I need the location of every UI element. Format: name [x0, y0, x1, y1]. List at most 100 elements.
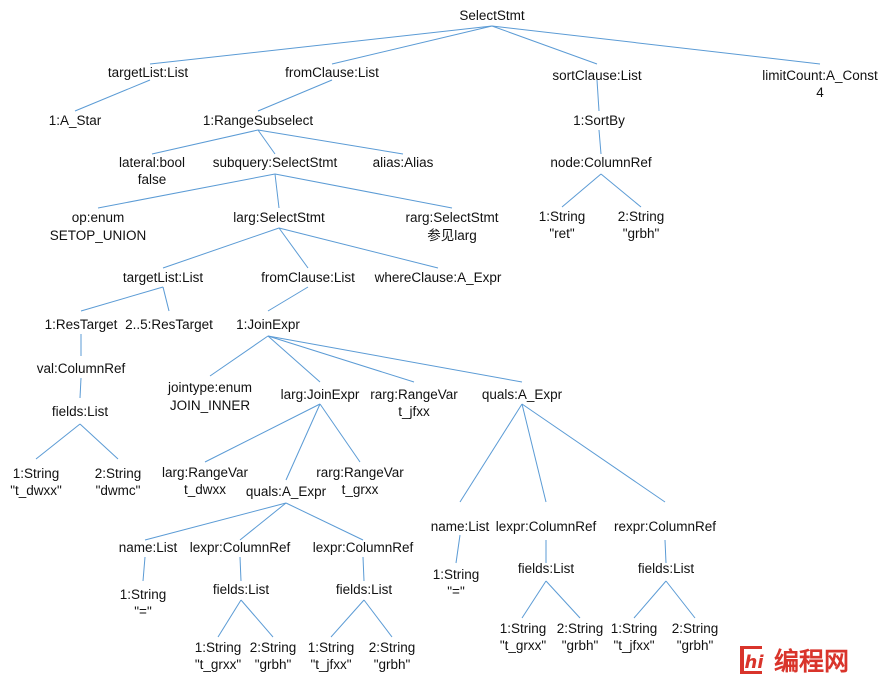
- node-label: 1:String: [539, 209, 586, 224]
- edge: [257, 129, 404, 155]
- edge: [204, 403, 321, 463]
- node-label: false: [138, 172, 167, 187]
- edge: [278, 227, 439, 269]
- edge: [162, 227, 280, 269]
- watermark-logo: hi 编程网: [740, 646, 849, 676]
- edge: [521, 403, 666, 503]
- node-label: fields:List: [336, 582, 393, 597]
- edge: [97, 173, 276, 209]
- node-label: 2:String: [557, 621, 604, 636]
- node-label: 2:String: [250, 640, 297, 655]
- node-label: "grbh": [677, 638, 714, 653]
- node-label: name:List: [119, 540, 178, 555]
- node-label: 1:RangeSubselect: [203, 113, 314, 128]
- edge: [274, 173, 453, 209]
- edge: [274, 173, 280, 209]
- edge: [665, 580, 696, 619]
- node-label: rarg:RangeVar: [316, 465, 404, 480]
- edge: [491, 25, 821, 65]
- edge: [35, 423, 81, 460]
- node-label: lateral:bool: [119, 155, 185, 170]
- watermark-logo-mark: hi: [745, 652, 765, 673]
- node-label: 2..5:ResTarget: [125, 317, 213, 332]
- node-label: op:enum: [72, 210, 125, 225]
- edge: [267, 335, 415, 383]
- edge: [80, 286, 164, 312]
- edge: [239, 502, 287, 541]
- node-label: larg:SelectStmt: [233, 210, 325, 225]
- edge: [521, 403, 547, 503]
- node-label: val:ColumnRef: [37, 361, 126, 376]
- edge: [144, 502, 287, 541]
- node-label: 2:String: [95, 466, 142, 481]
- edge: [596, 79, 600, 112]
- node-label: fromClause:List: [285, 65, 379, 80]
- node-label: subquery:SelectStmt: [213, 155, 338, 170]
- node-label: "t_jfxx": [310, 657, 351, 672]
- edge: [267, 286, 309, 312]
- edge: [209, 335, 269, 377]
- node-label: fields:List: [213, 582, 270, 597]
- node-label: 1:String: [433, 567, 480, 582]
- node-label: 1:String: [13, 466, 60, 481]
- node-label: 1:JoinExpr: [236, 317, 300, 332]
- node-label: "grbh": [255, 657, 292, 672]
- node-label: "t_dwxx": [10, 483, 62, 498]
- node-label: 1:SortBy: [573, 113, 625, 128]
- node-label: 2:String: [618, 209, 665, 224]
- node-label: rarg:RangeVar: [370, 387, 458, 402]
- node-label: fromClause:List: [261, 270, 355, 285]
- node-label: targetList:List: [123, 270, 204, 285]
- edge: [257, 79, 333, 112]
- node-label: larg:JoinExpr: [281, 387, 360, 402]
- node-label: fields:List: [638, 561, 695, 576]
- edge: [362, 556, 365, 582]
- edge: [162, 286, 170, 312]
- node-label: 4: [816, 85, 824, 100]
- node-label: limitCount:A_Const: [762, 68, 878, 83]
- edge: [561, 173, 602, 208]
- node-label: name:List: [431, 519, 490, 534]
- edge: [598, 129, 602, 155]
- node-label: whereClause:A_Expr: [374, 270, 502, 285]
- edge: [459, 403, 523, 503]
- node-label: 1:String: [120, 587, 167, 602]
- edge: [240, 599, 274, 638]
- node-label: "grbh": [562, 638, 599, 653]
- edge: [491, 25, 598, 65]
- node-label: SETOP_UNION: [50, 228, 147, 243]
- node-label: "ret": [549, 226, 575, 241]
- node-label: targetList:List: [108, 65, 189, 80]
- node-label: "dwmc": [96, 483, 141, 498]
- edge: [545, 580, 581, 619]
- node-label: lexpr:ColumnRef: [190, 540, 291, 555]
- edge: [267, 335, 523, 383]
- edge: [74, 79, 151, 112]
- edge: [142, 556, 146, 582]
- watermark-bracket-icon: [740, 646, 762, 674]
- edge: [217, 599, 242, 638]
- node-label: 2:String: [672, 621, 719, 636]
- tree-edges: [35, 25, 821, 638]
- edge: [521, 580, 547, 619]
- edge: [330, 599, 365, 638]
- node-label: t_grxx: [342, 482, 379, 497]
- watermark-text: 编程网: [774, 647, 849, 676]
- node-label: node:ColumnRef: [550, 155, 652, 170]
- edge: [285, 403, 321, 481]
- node-label: 1:String: [500, 621, 547, 636]
- edge: [600, 173, 642, 208]
- edge: [363, 599, 393, 638]
- node-label: "t_grxx": [195, 657, 242, 672]
- node-label: "=": [447, 584, 465, 599]
- node-label: rexpr:ColumnRef: [614, 519, 716, 534]
- node-label: jointype:enum: [167, 380, 252, 395]
- node-label: lexpr:ColumnRef: [496, 519, 597, 534]
- edge: [239, 556, 242, 582]
- edge: [149, 25, 493, 65]
- node-label: 2:String: [369, 640, 416, 655]
- edge: [331, 25, 493, 65]
- edge: [633, 580, 667, 619]
- node-label: SelectStmt: [459, 8, 525, 23]
- edge: [257, 129, 276, 155]
